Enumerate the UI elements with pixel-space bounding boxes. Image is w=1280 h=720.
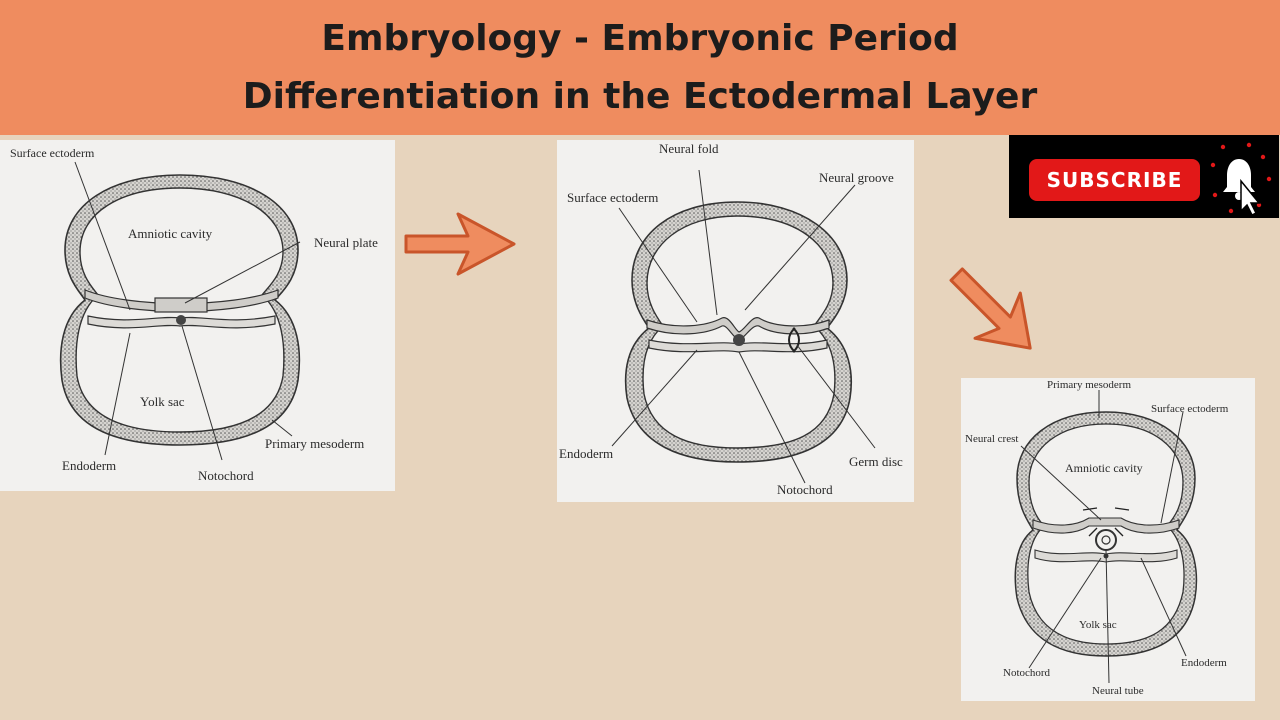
bell-cursor-icon — [1210, 142, 1272, 217]
label-notochord: Notochord — [1003, 667, 1051, 679]
diagram-neural-tube-stage: Primary mesoderm Surface ectoderm Neural… — [961, 378, 1255, 701]
label-amniotic-cavity: Amniotic cavity — [1065, 461, 1143, 475]
label-primary-mesoderm: Primary mesoderm — [265, 436, 364, 451]
notochord-dot — [733, 334, 745, 346]
subscribe-box[interactable]: SUBSCRIBE — [1009, 135, 1279, 218]
label-surface-ectoderm: Surface ectoderm — [567, 190, 658, 205]
label-neural-crest: Neural crest — [965, 433, 1018, 445]
title-line-1: Embryology - Embryonic Period — [321, 18, 959, 59]
diagram-neural-groove-stage: Neural fold Neural groove Surface ectode… — [557, 140, 914, 502]
label-yolk-sac: Yolk sac — [1079, 619, 1117, 631]
label-neural-tube: Neural tube — [1092, 685, 1144, 697]
diagram-neural-plate-stage: Surface ectoderm Amniotic cavity Neural … — [0, 140, 395, 491]
label-notochord: Notochord — [198, 468, 254, 483]
title-line-2: Differentiation in the Ectodermal Layer — [242, 76, 1038, 117]
label-neural-plate: Neural plate — [314, 235, 378, 250]
label-surface-ectoderm: Surface ectoderm — [10, 146, 95, 160]
label-endoderm: Endoderm — [559, 446, 613, 461]
arrow-down-right-icon — [949, 267, 1032, 350]
label-primary-mesoderm: Primary mesoderm — [1047, 379, 1131, 391]
label-yolk-sac: Yolk sac — [140, 394, 185, 409]
label-neural-groove: Neural groove — [819, 170, 894, 185]
label-amniotic-cavity: Amniotic cavity — [128, 226, 213, 241]
subscribe-button[interactable]: SUBSCRIBE — [1029, 159, 1200, 201]
notochord-dot — [176, 315, 186, 325]
label-endoderm: Endoderm — [1181, 657, 1227, 669]
arrow-right-icon — [404, 212, 516, 276]
label-neural-fold: Neural fold — [659, 141, 719, 156]
label-germ-disc: Germ disc — [849, 454, 903, 469]
title-banner: Embryology - Embryonic Period Differenti… — [0, 0, 1280, 135]
label-surface-ectoderm: Surface ectoderm — [1151, 403, 1229, 415]
label-notochord: Notochord — [777, 482, 833, 497]
label-endoderm: Endoderm — [62, 458, 116, 473]
